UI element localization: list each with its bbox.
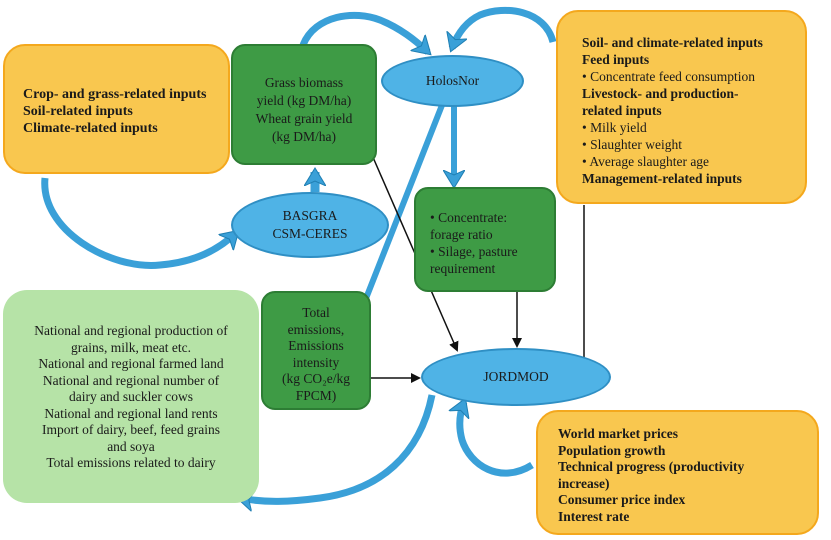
arrow-inputs-to-holosnor — [452, 6, 557, 48]
market-inputs-box: World market prices Population growth Te… — [536, 410, 819, 535]
emissions-line-6: FPCM) — [295, 387, 337, 403]
holosnor-label: HolosNor — [425, 73, 480, 88]
concentrate-ratio-line-2: forage ratio — [430, 227, 493, 242]
national-outputs-box: National and regional production of grai… — [3, 290, 259, 503]
national-line-8: and soya — [107, 438, 155, 454]
yield-line-3: Wheat grain yield — [255, 111, 353, 126]
national-line-2: grains, milk, meat etc. — [71, 339, 191, 355]
silage-pasture-line-2: requirement — [430, 261, 496, 276]
emissions-line-2: emissions, — [287, 321, 345, 337]
climate-inputs-label: Climate-related inputs — [23, 121, 158, 136]
emissions-box: Total emissions, Emissions intensity (kg… — [261, 291, 371, 410]
feed-inputs-label: Feed inputs — [582, 52, 650, 67]
slaughter-age-bullet: Average slaughter age — [582, 153, 805, 170]
livestock-inputs-label-1: Livestock- and production- — [582, 86, 739, 101]
arrow-jordmod-to-national — [240, 394, 436, 501]
csm-ceres-label: CSM-CERES — [272, 226, 348, 241]
population-growth-label: Population growth — [558, 442, 666, 458]
emissions-line-1: Total — [302, 305, 330, 320]
national-line-9: Total emissions related to dairy — [46, 455, 216, 470]
jordmod-node: JORDMOD — [421, 348, 611, 406]
national-line-7: Import of dairy, beef, feed grains — [42, 422, 220, 437]
soil-inputs-label: Soil-related inputs — [23, 104, 133, 119]
yield-box: Grass biomass yield (kg DM/ha) Wheat gra… — [231, 44, 377, 165]
national-line-4: National and regional number of — [42, 372, 220, 388]
concentrate-ratio-line-1: Concentrate: — [430, 209, 554, 226]
slaughter-weight-bullet: Slaughter weight — [582, 136, 805, 153]
holosnor-node: HolosNor — [381, 55, 524, 107]
emissions-line-5: (kg CO₂e/kg — [281, 371, 351, 386]
jordmod-label: JORDMOD — [483, 369, 549, 384]
emissions-line-3: Emissions — [288, 338, 344, 353]
livestock-inputs-label-2: related inputs — [582, 103, 662, 118]
arrow-yield-to-holosnor — [299, 11, 428, 52]
yield-line-1: Grass biomass — [264, 75, 344, 90]
technical-progress-label-2: increase) — [558, 475, 610, 491]
national-line-5: dairy and suckler cows — [68, 389, 194, 404]
basgra-node: BASGRA CSM-CERES — [231, 192, 389, 258]
arrow-holosnor-to-emissions — [360, 93, 449, 308]
crop-soil-climate-inputs-box: Crop- and grass-related inputs Soil-rela… — [3, 44, 230, 174]
concentrate-box: Concentrate: forage ratio Silage, pastur… — [414, 187, 556, 292]
crop-grass-inputs-label: Crop- and grass-related inputs — [23, 87, 207, 102]
national-line-1: National and regional production of — [34, 323, 228, 338]
national-line-3: National and regional farmed land — [38, 356, 224, 371]
national-line-6: National and regional land rents — [44, 405, 218, 421]
livestock-inputs-box: Soil- and climate-related inputs Feed in… — [556, 10, 807, 204]
concentrate-feed-bullet: Concentrate feed consumption — [582, 68, 805, 85]
arrow-crop-to-basgra — [41, 177, 236, 269]
arrow-market-to-jordmod — [460, 402, 534, 477]
management-inputs-label: Management-related inputs — [582, 171, 742, 186]
milk-yield-bullet: Milk yield — [582, 119, 805, 136]
consumer-price-index-label: Consumer price index — [558, 492, 686, 507]
soil-climate-inputs-label: Soil- and climate-related inputs — [582, 35, 763, 50]
yield-line-2: yield (kg DM/ha) — [256, 93, 352, 108]
world-market-prices-label: World market prices — [558, 426, 678, 441]
technical-progress-label-1: Technical progress (productivity — [558, 459, 745, 474]
emissions-line-4: intensity — [292, 354, 340, 370]
silage-pasture-line-1: Silage, pasture — [430, 243, 554, 260]
yield-line-4: (kg DM/ha) — [271, 129, 337, 144]
basgra-label: BASGRA — [282, 208, 338, 223]
interest-rate-label: Interest rate — [558, 508, 630, 524]
